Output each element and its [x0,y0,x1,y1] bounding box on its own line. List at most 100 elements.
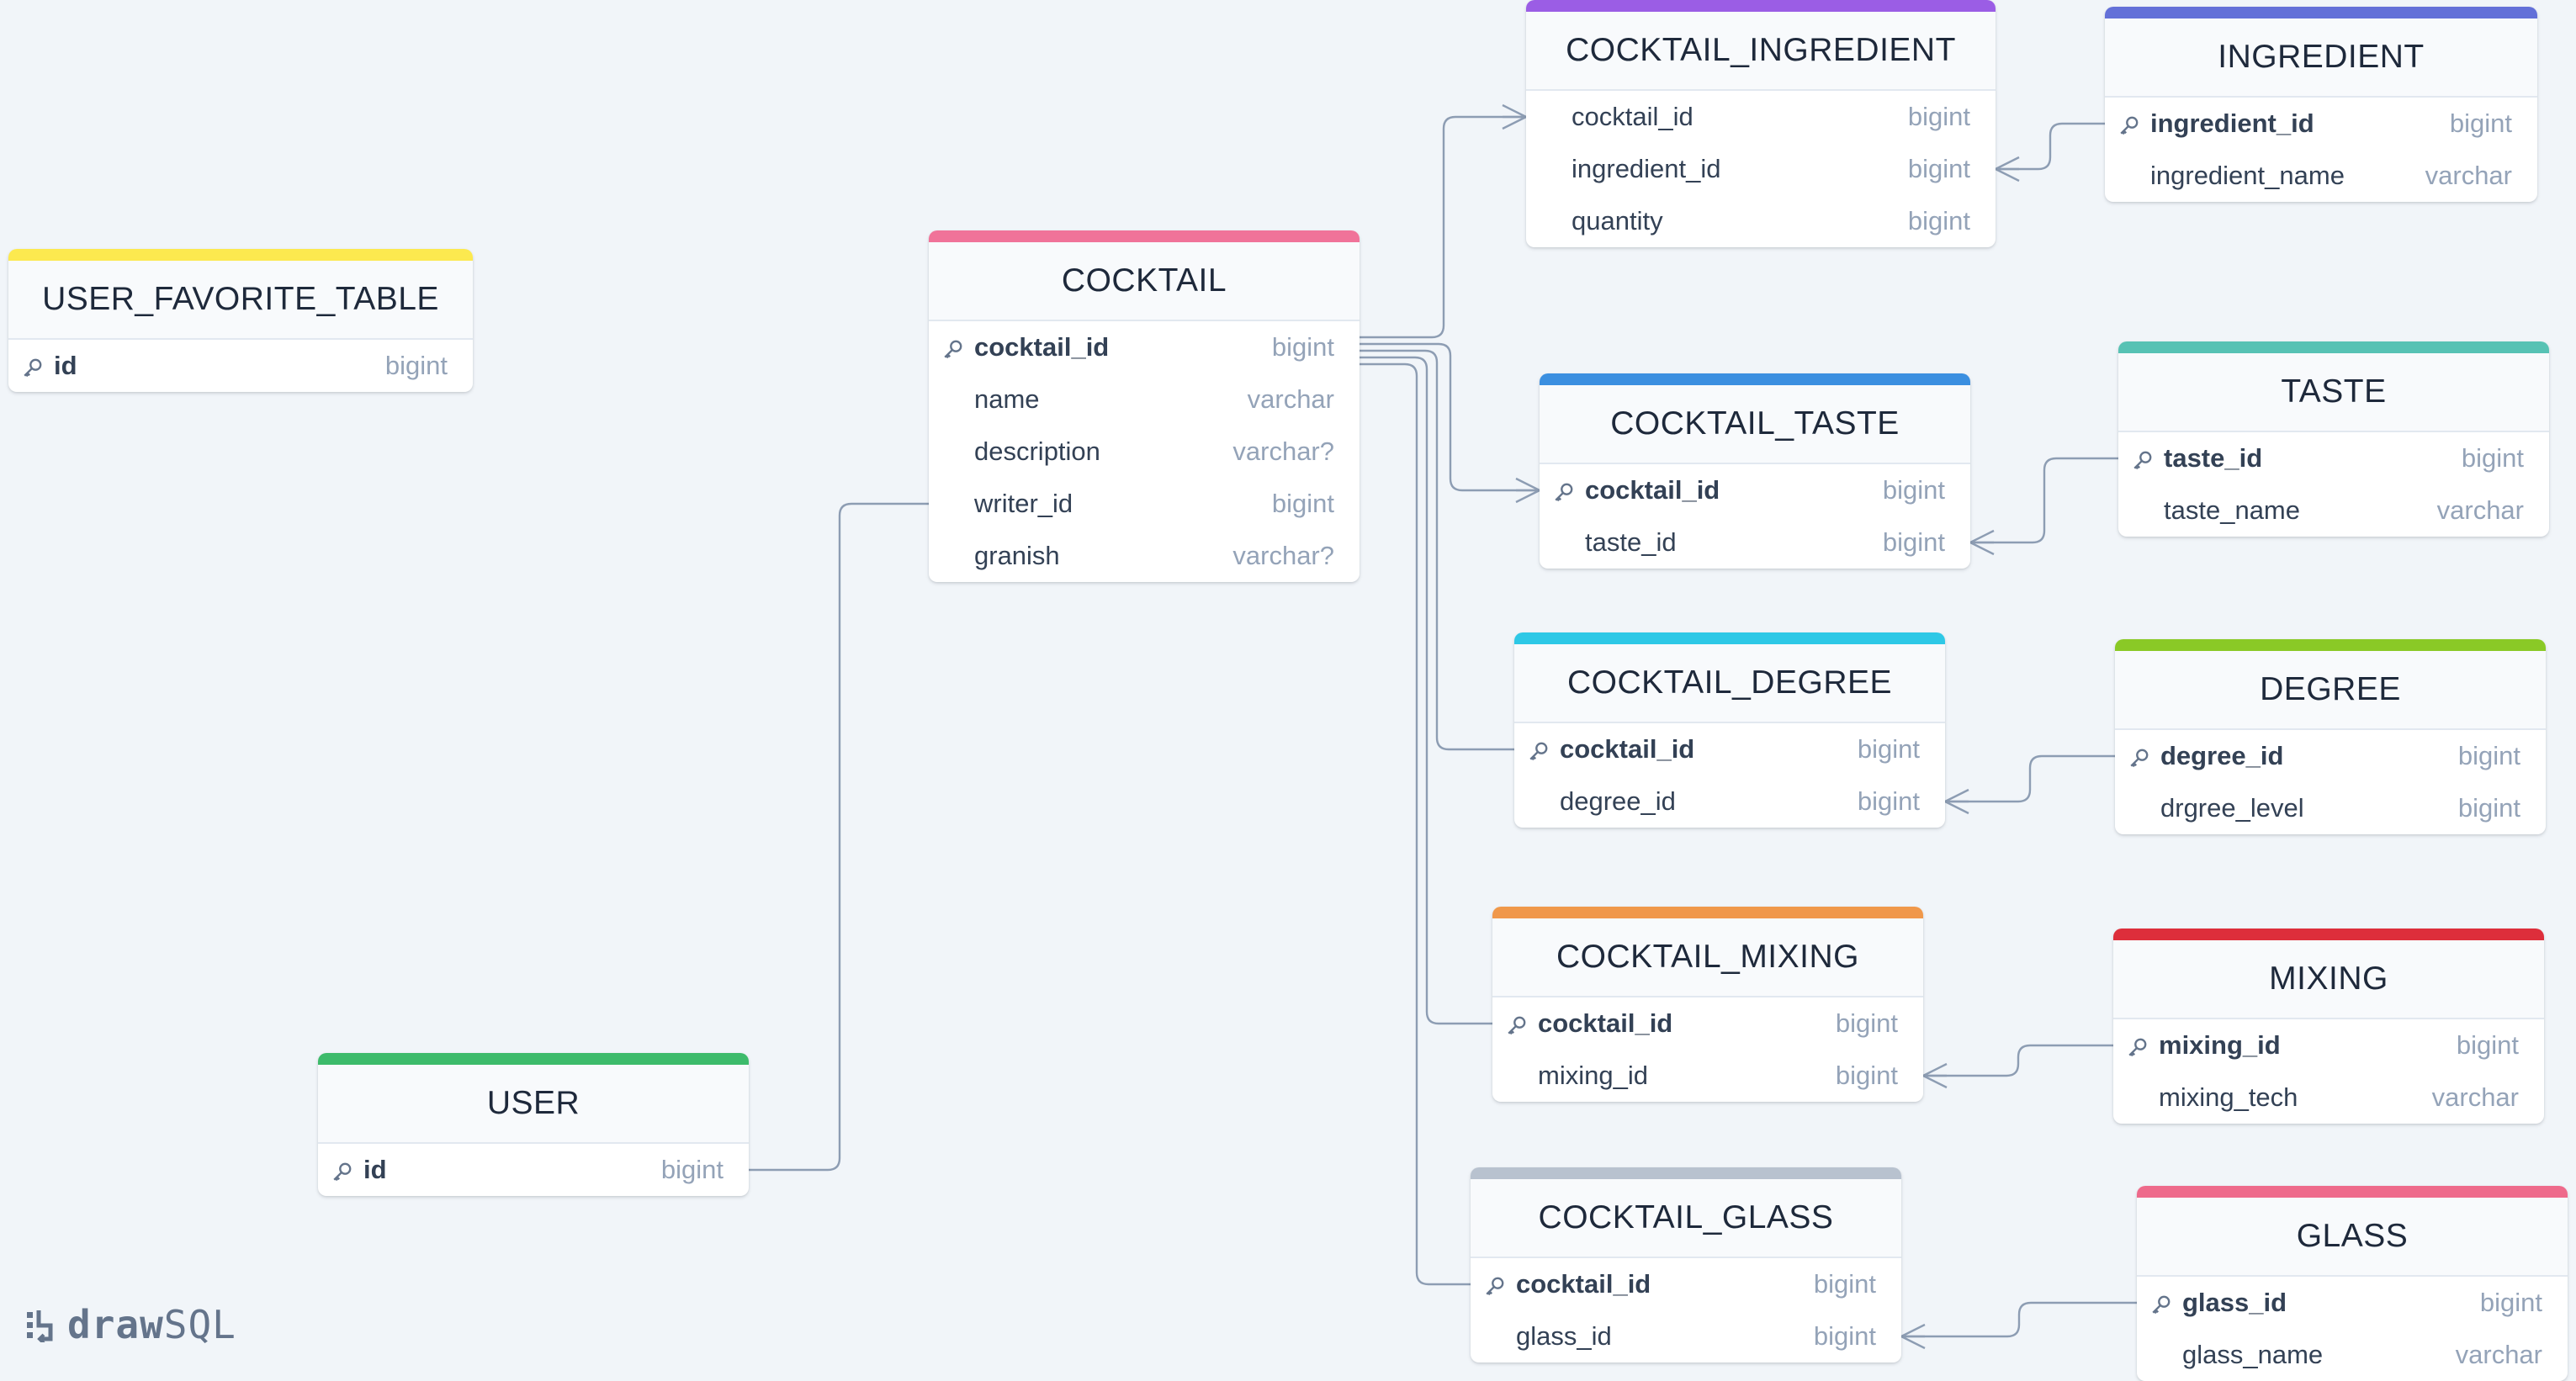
column-row[interactable]: id bigint [8,340,473,392]
drawsql-logo: drawSQL [25,1302,236,1347]
relation-line [1996,122,2105,171]
table-cocktail-mixing[interactable]: COCKTAIL_MIXING cocktail_id bigint mixing_i… [1492,907,1923,1102]
column-name: taste_id [1585,527,1677,557]
crows-foot-icon [1969,529,1995,556]
column-type: bigint [2457,793,2520,823]
column-name: glass_id [1516,1321,1612,1351]
table-title[interactable]: COCKTAIL_GLASS [1471,1179,1901,1258]
crows-foot-icon [1922,1062,1948,1089]
column-type: varchar [2436,495,2524,525]
key-icon [2150,1292,2172,1315]
column-type: bigint [1271,489,1334,518]
key-icon [1484,1273,1506,1296]
crows-foot-icon [1900,1323,1926,1350]
column-type: bigint [1835,1008,1898,1038]
column-name: mixing_id [2159,1030,2281,1060]
relation-line [1360,356,1492,1025]
column-name: cocktail_id [1560,734,1695,764]
table-title[interactable]: USER_FAVORITE_TABLE [8,261,473,340]
relation-line [1360,342,1540,492]
column-name: writer_id [974,489,1073,518]
column-type: varchar? [1232,541,1334,570]
column-name: cocktail_id [1572,102,1693,131]
table-title[interactable]: MIXING [2113,940,2544,1019]
column-type: bigint [1813,1321,1876,1351]
table-title[interactable]: COCKTAIL_MIXING [1492,918,1923,997]
column-name: glass_id [2182,1288,2287,1317]
table-title[interactable]: USER [318,1065,749,1144]
column-row[interactable]: cocktail_id bigint [1492,997,1923,1050]
column-name: drgree_level [2160,793,2304,823]
column-row[interactable]: taste_name varchar [2118,484,2549,537]
column-name: taste_name [2164,495,2300,525]
column-row[interactable]: glass_id bigint [2137,1277,2568,1329]
column-name: cocktail_id [1516,1269,1651,1299]
table-title[interactable]: TASTE [2118,353,2549,432]
column-type: varchar [1247,384,1334,414]
relation-line [1360,349,1514,751]
crows-foot-icon [1515,477,1540,504]
table-color-bar [1471,1167,1901,1179]
column-type: varchar [2425,161,2512,190]
table-title[interactable]: INGREDIENT [2105,19,2537,98]
column-type: bigint [2457,741,2520,770]
key-icon [1528,738,1550,761]
column-name: cocktail_id [1538,1008,1673,1038]
column-type: bigint [2449,108,2512,138]
column-type: bigint [2461,443,2524,473]
column-row[interactable]: drgree_level bigint [2115,782,2546,834]
relation-line [749,502,929,1172]
table-color-bar [2115,639,2546,651]
table-title[interactable]: DEGREE [2115,651,2546,730]
table-title[interactable]: COCKTAIL_TASTE [1540,385,1970,464]
table-title[interactable]: COCKTAIL_INGREDIENT [1526,12,1996,91]
column-name: mixing_id [1538,1061,1648,1090]
table-title[interactable]: COCKTAIL [929,242,1360,321]
relation-line [1923,1044,2113,1077]
column-name: id [363,1155,387,1184]
table-title[interactable]: GLASS [2137,1198,2568,1277]
table-title[interactable]: COCKTAIL_DEGREE [1514,644,1945,723]
table-color-bar [2113,929,2544,940]
relation-line [1970,457,2118,544]
column-type: bigint [384,351,448,380]
column-type: bigint [2479,1288,2542,1317]
column-row[interactable]: glass_id bigint [1471,1310,1901,1362]
column-name: id [54,351,77,380]
column-row[interactable]: writer_id bigint [929,478,1360,530]
